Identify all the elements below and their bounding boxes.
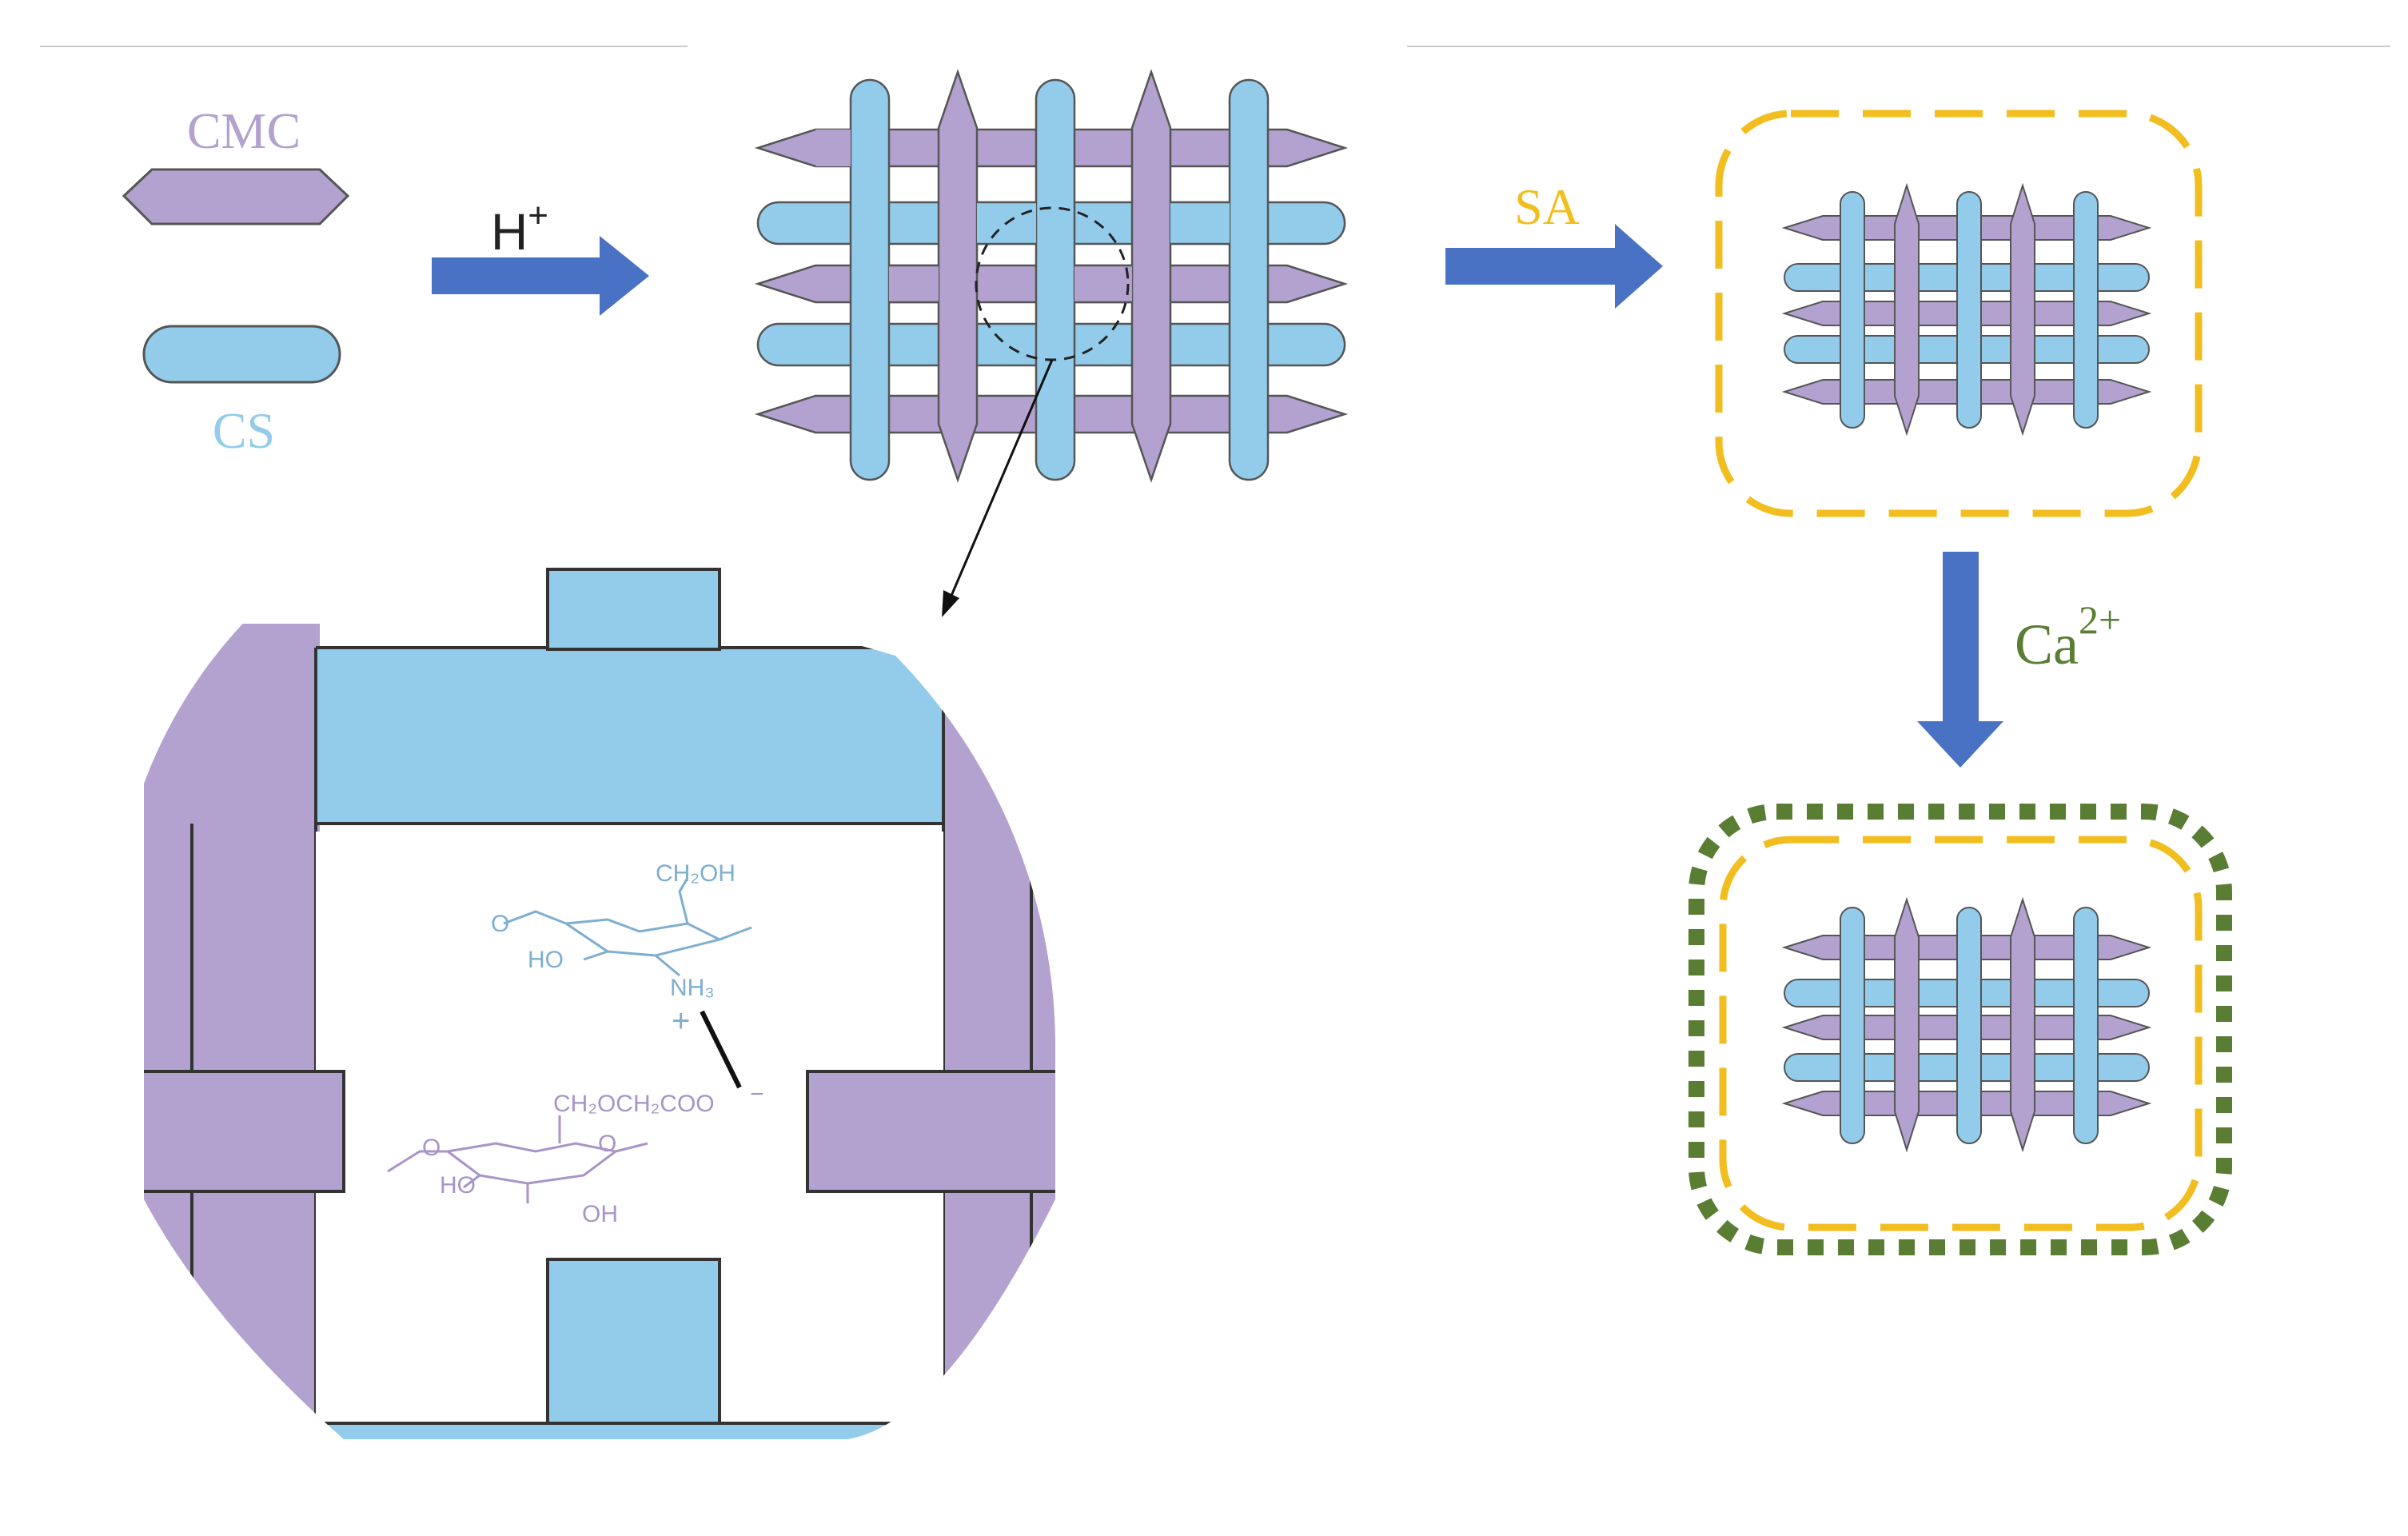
zoom-cmc-crossbar-left bbox=[144, 1070, 345, 1193]
network-cmc-column bbox=[937, 69, 979, 483]
cs-plus-sign: + bbox=[672, 1003, 690, 1039]
zoom-cs-strand-stub bbox=[546, 1258, 721, 1439]
zoomed-interaction-view: CH₂OH O HO NH₃ + CH₂OCH₂COO − O O HO OH bbox=[144, 560, 1055, 1439]
cs-o-label: O bbox=[491, 911, 509, 937]
network-cs-column bbox=[1035, 78, 1076, 481]
sa-coating-border bbox=[1715, 110, 2203, 517]
sa-coating-border-inner bbox=[1719, 836, 2203, 1231]
cmc-oh-label: OH bbox=[582, 1201, 618, 1227]
calcium-label: Ca2+ bbox=[2015, 597, 2121, 676]
zoom-cmc-strand-right bbox=[942, 624, 1055, 1439]
zoom-pointer-arrow bbox=[942, 359, 1054, 617]
cmc-strand-icon bbox=[122, 168, 350, 225]
acid-arrow bbox=[432, 236, 649, 316]
acid-label: H+ bbox=[491, 196, 548, 261]
zoom-cmc-crossbar-right bbox=[806, 1070, 1055, 1193]
cs-ho-label: HO bbox=[528, 947, 564, 973]
network-cs-column bbox=[849, 78, 891, 481]
calcium-coated-network bbox=[1781, 896, 2152, 1153]
sa-label: SA bbox=[1514, 178, 1580, 235]
sa-arrow bbox=[1445, 224, 1663, 309]
cs-label: CS bbox=[213, 402, 275, 459]
cmc-minus-sign: − bbox=[750, 1081, 764, 1107]
ionic-bond-line bbox=[700, 1010, 742, 1089]
cs-strand-icon bbox=[142, 325, 341, 384]
sa-coated-network bbox=[1781, 182, 2152, 437]
cmc-structure bbox=[387, 1115, 648, 1203]
network-cmc-column bbox=[1130, 69, 1172, 483]
cmc-ho-label: HO bbox=[440, 1172, 476, 1199]
cmc-group-label: CH₂OCH₂COO bbox=[553, 1091, 715, 1117]
zoom-cmc-strand-left bbox=[144, 624, 320, 1439]
zoom-cs-strand-top bbox=[316, 648, 943, 824]
cmc-o-label: O bbox=[422, 1135, 441, 1161]
chitosan-structure bbox=[503, 877, 752, 977]
cs-ch2oh-label: CH₂OH bbox=[656, 860, 736, 887]
crosslinked-network bbox=[754, 69, 1349, 483]
calcium-crosslink-border bbox=[1688, 804, 2232, 1255]
network-cs-column bbox=[1228, 78, 1270, 481]
cs-nh3-label: NH₃ bbox=[670, 975, 715, 1001]
calcium-arrow bbox=[1917, 552, 2003, 768]
zoom-cs-strand-top-stub bbox=[546, 568, 721, 651]
cmc-label: CMC bbox=[187, 102, 301, 159]
cmc-ring-o-label: O bbox=[598, 1131, 616, 1157]
